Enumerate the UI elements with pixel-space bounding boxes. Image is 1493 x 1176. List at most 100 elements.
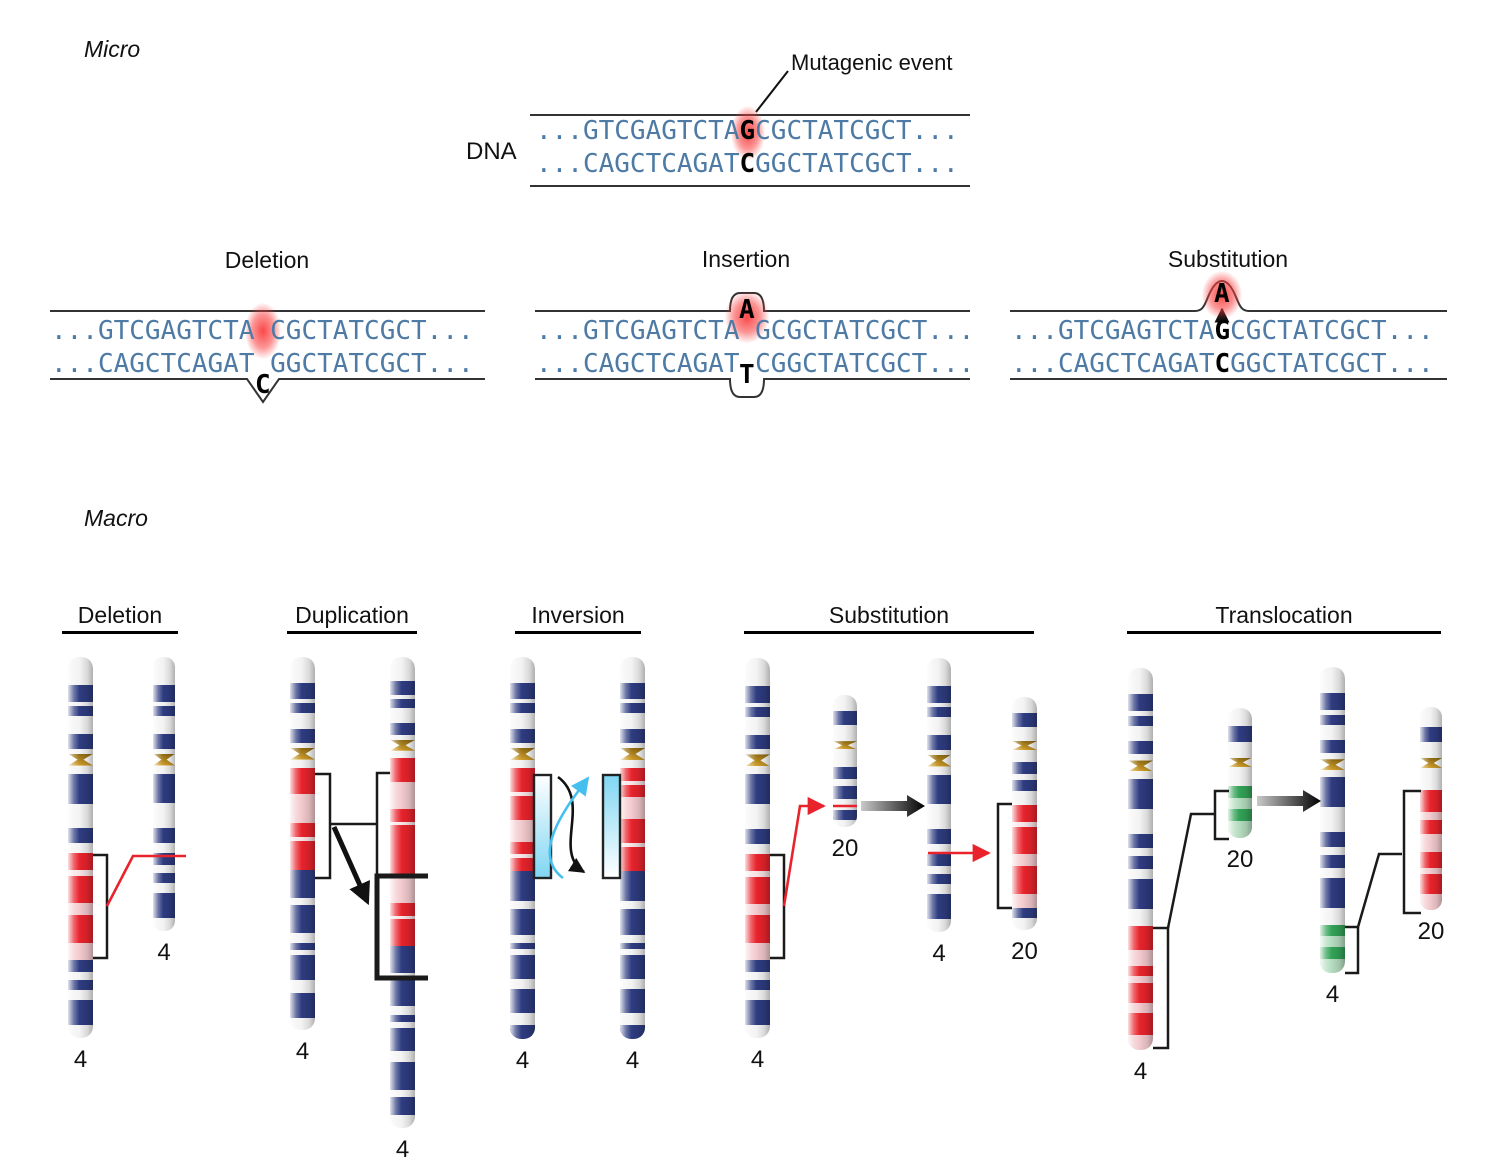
seq-segment: GGCTATCGCT... [755, 149, 959, 179]
seq-segment: ...CAGCTCAGAT [536, 349, 740, 379]
chromosome-band [620, 780, 645, 785]
centromere [153, 753, 175, 766]
chromosome-band [927, 844, 951, 855]
chromosome-band [290, 943, 315, 951]
chromosome-band [1228, 741, 1252, 758]
chromosome-band [745, 960, 770, 973]
seq-segment: ...CAGCTCAGAT [1011, 349, 1215, 379]
chromosome-band [620, 908, 645, 935]
chromosome-band [390, 1022, 415, 1028]
micro-deletion-title: Deletion [224, 247, 310, 273]
chromosome-band [68, 853, 93, 871]
chromosome-band [390, 825, 415, 852]
chromosome-band [745, 1024, 770, 1038]
chromosome-band [1320, 710, 1345, 716]
chromosome-band [745, 804, 770, 829]
chromosome-band [68, 705, 93, 716]
chromosome-band [510, 759, 535, 768]
chromosome-band [153, 765, 175, 774]
chromosome-band [620, 703, 645, 713]
chromosome-band [1420, 707, 1442, 727]
chromosome-band [927, 716, 951, 735]
chromosome-label: 4 [73, 1046, 88, 1073]
substitution-strand-bottom: ...CAGCTCAGATCGGCTATCGCT... [1011, 351, 1434, 377]
chromosome-band [290, 955, 315, 980]
chromosome-band [1012, 762, 1037, 774]
chromosome-band [68, 715, 93, 734]
chromosome-band [833, 710, 857, 726]
chromosome-band [1128, 833, 1153, 848]
chromosome-band [510, 934, 535, 943]
heading-underline [515, 631, 641, 634]
chromosome-band [927, 658, 951, 686]
chromosome-band [745, 716, 770, 735]
chromosome-band [510, 699, 535, 703]
chromosome-band [745, 990, 770, 1000]
insertion-strand-bottom: ...CAGCTCAGAT CGGCTATCGCT... [536, 351, 974, 377]
chromosome-band [620, 900, 645, 909]
chromosome-band [620, 870, 645, 901]
chromosome-band [1228, 786, 1252, 798]
chromosome-band [290, 702, 315, 713]
chromosome-band [745, 943, 770, 961]
chromosome-band [620, 988, 645, 1013]
chromosome-band [620, 978, 645, 989]
chromosome-band [1320, 725, 1345, 741]
inserted-base-bottom: T [739, 360, 755, 390]
chromosome-band [153, 701, 175, 706]
chromosome-band [1420, 833, 1442, 852]
chromosome-band [68, 765, 93, 774]
chromosome-band [833, 749, 857, 768]
micro-insertion-title: Insertion [701, 246, 791, 272]
seq-segment: GCGCTATCGCT... [755, 316, 975, 346]
chromosome-band [153, 803, 175, 829]
chromosome-band [510, 857, 535, 871]
chromosome-band [510, 742, 535, 748]
chromosome-band [153, 865, 175, 874]
chromosome-band [1128, 1034, 1153, 1050]
chromosome-band [153, 715, 175, 734]
chromosome-band [1128, 716, 1153, 727]
chromosome-band [1128, 976, 1153, 983]
chromosome-deletion-4-before [68, 657, 93, 1038]
chromosome-band [620, 712, 645, 729]
chromosome-band [390, 758, 415, 782]
chromosome-band [68, 684, 93, 702]
chromosome-band [390, 735, 415, 740]
chromosome-label: 4 [932, 940, 946, 967]
chromosome-band [833, 798, 857, 811]
chromosome-band [290, 992, 315, 1018]
dna-label: DNA [466, 138, 517, 165]
chromosome-label: 4 [1325, 981, 1340, 1008]
chromosome-band [620, 657, 645, 683]
chromosome-band [153, 705, 175, 716]
chromosome-band [927, 894, 951, 919]
chromosome-band [620, 942, 645, 949]
chromosome-band [1420, 812, 1442, 820]
chromosome-translocation-20-after [1420, 707, 1442, 910]
chromosome-band [1128, 694, 1153, 712]
chromosome-band [1420, 867, 1442, 874]
chromosome-band [1128, 847, 1153, 856]
chromosome-band [745, 685, 770, 703]
mutated-base: C [1214, 349, 1231, 379]
chromosome-band [1012, 790, 1037, 805]
chromosome-band [390, 1051, 415, 1063]
chromosome-band [927, 685, 951, 703]
heading-underline [744, 631, 1034, 634]
chromosome-band [927, 774, 951, 805]
chromosome-band [510, 791, 535, 796]
chromosome-band [745, 734, 770, 750]
chromosome-band [1320, 924, 1345, 936]
chromosome-band [390, 1014, 415, 1023]
macro-section-label: Macro [84, 505, 148, 531]
chromosome-band [833, 786, 857, 799]
chromosome-band [1420, 742, 1442, 758]
seq-segment: CGGCTATCGCT... [755, 349, 975, 379]
chromosome-band [390, 722, 415, 736]
substitution-strand-top: ...GTCGAGTCTAGCGCTATCGCT... [1011, 318, 1434, 344]
chromosome-duplication-4-before [290, 657, 315, 1030]
chromosome-band [927, 918, 951, 932]
chromosome-band [1320, 753, 1345, 760]
chromosome-band [510, 870, 535, 901]
